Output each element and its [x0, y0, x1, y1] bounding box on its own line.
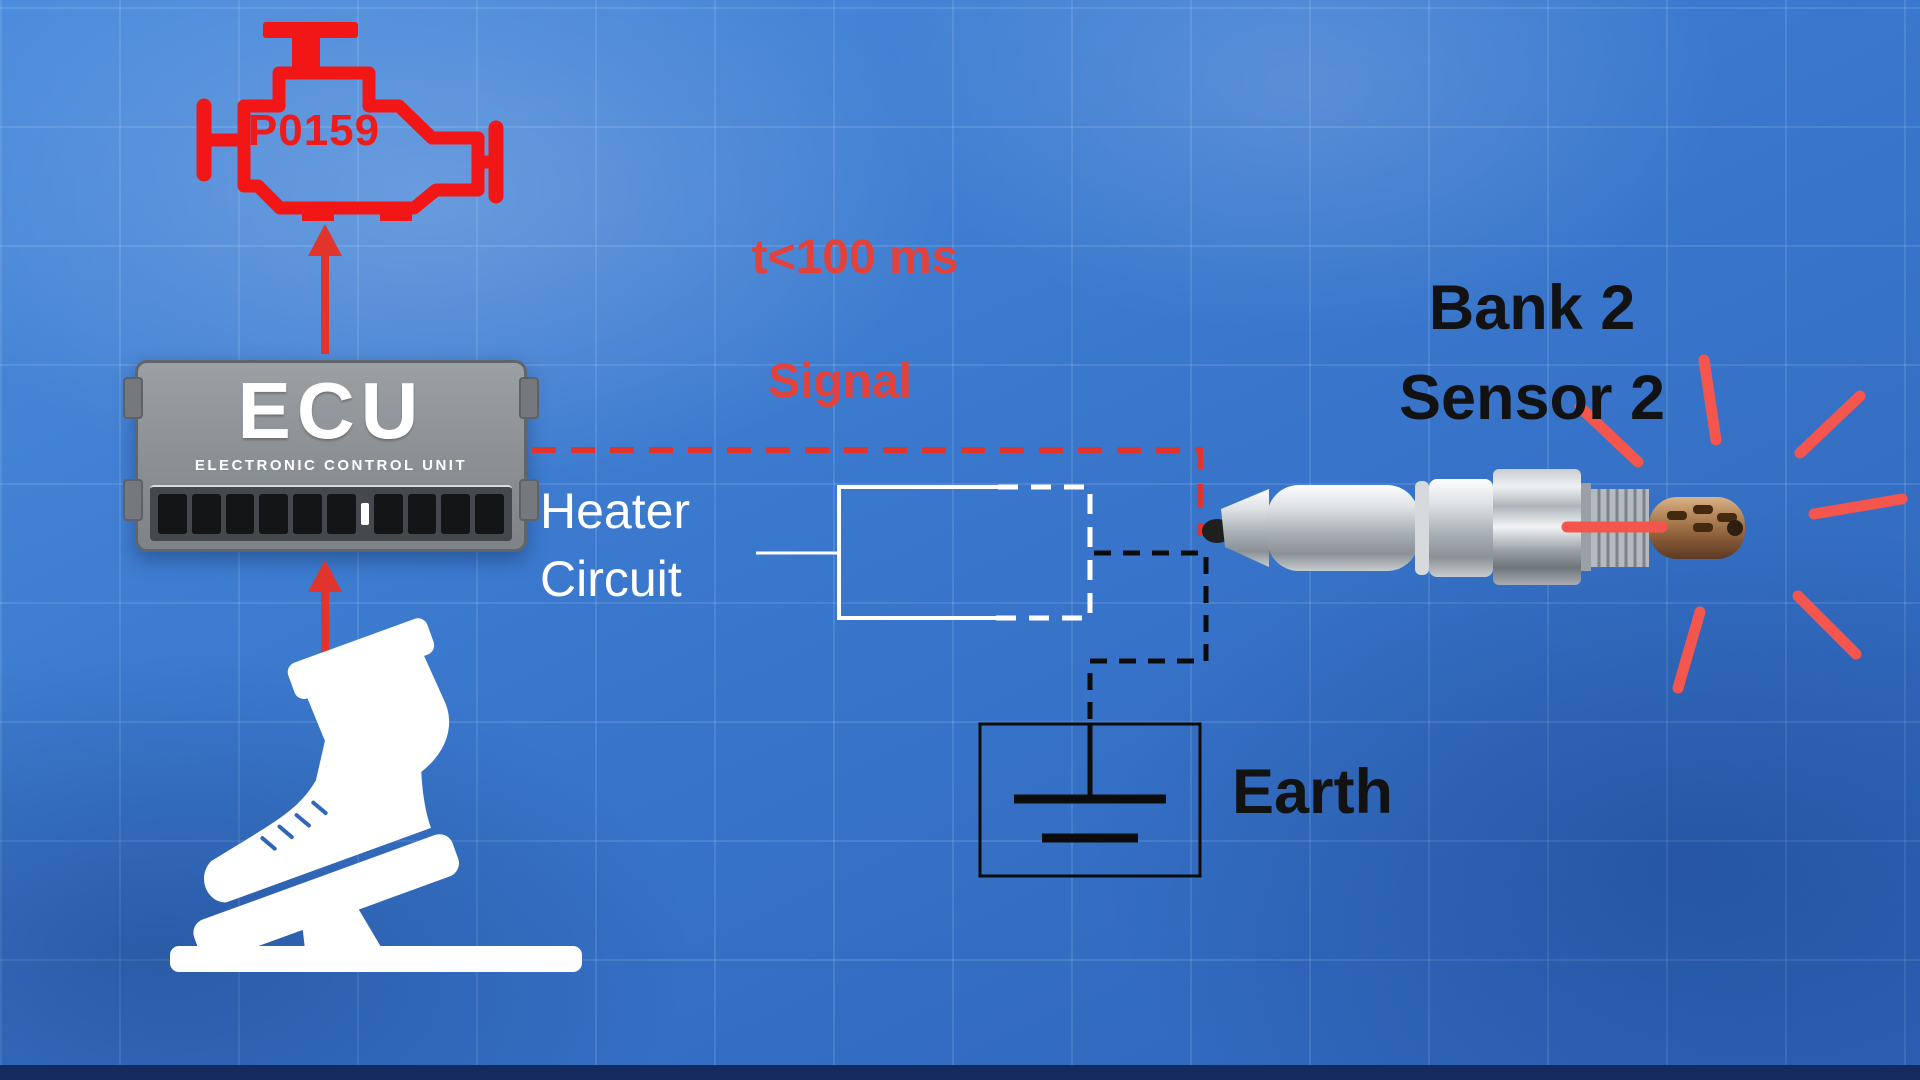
earth-ground-symbol: [978, 722, 1202, 878]
check-engine-icon: [196, 22, 504, 221]
ecu-pin: [407, 494, 437, 534]
ecu-mount-lug: [123, 377, 143, 419]
ecu-pin: [293, 494, 322, 534]
ecu-pin: [225, 494, 255, 534]
response-time-label: t<100 ms: [751, 231, 959, 284]
signal-label: Signal: [767, 355, 913, 408]
sensor-cone: [1221, 489, 1269, 567]
ecu-title: ECU: [237, 366, 425, 455]
heater-circuit-label-line1: Heater: [540, 483, 691, 539]
oxygen-sensor-icon: [1202, 469, 1745, 585]
sensor-collar: [1429, 479, 1493, 577]
ecu-mount-lug: [519, 377, 539, 419]
ecu-pin: [373, 494, 403, 534]
ecu-connector-notch: [360, 503, 369, 525]
ecu-unit: ECU ELECTRONIC CONTROL UNIT: [123, 360, 539, 552]
heater-connector-dashed: [996, 484, 1093, 621]
sensor-body: [1267, 485, 1419, 571]
ecu-mount-lug: [123, 479, 143, 521]
pedal-plate: [193, 834, 459, 962]
sensor-hex-nut: [1493, 469, 1581, 585]
bottom-edge: [0, 1065, 1920, 1080]
sensor-tip-hole: [1727, 520, 1743, 536]
ecu-pin: [158, 494, 187, 534]
trouble-code-label: P0159: [247, 106, 381, 155]
signal-wire: [532, 447, 1203, 536]
ecu-pin: [259, 494, 289, 534]
sensor-weld-ring: [1415, 481, 1429, 575]
pedal-base: [170, 946, 582, 972]
heater-circuit-label-line2: Circuit: [540, 551, 682, 607]
earth-label: Earth: [1232, 757, 1394, 827]
ecu-pin: [441, 494, 471, 534]
ecu-pin: [475, 494, 504, 534]
ecu-mount-lug: [519, 479, 539, 521]
red-up-arrow-icon: [308, 224, 342, 354]
boot-cuff: [287, 618, 435, 699]
ecu-subtitle: ELECTRONIC CONTROL UNIT: [194, 457, 468, 474]
sensor-location-label-line2: Sensor 2: [1398, 363, 1666, 433]
boot-stitches: [260, 800, 328, 851]
engine-body: [237, 66, 485, 215]
accelerator-pedal-icon: [170, 618, 582, 972]
heater-connector-outline: [837, 485, 998, 620]
alert-rays-icon: [1561, 354, 1908, 694]
ground-wire: [1087, 550, 1209, 722]
sensor-tip-slots: [1667, 505, 1737, 532]
ecu-connector: [150, 485, 512, 541]
sensor-location-label-line1: Bank 2: [1428, 273, 1636, 343]
ecu-pin: [326, 494, 356, 534]
ecu-pin: [191, 494, 221, 534]
